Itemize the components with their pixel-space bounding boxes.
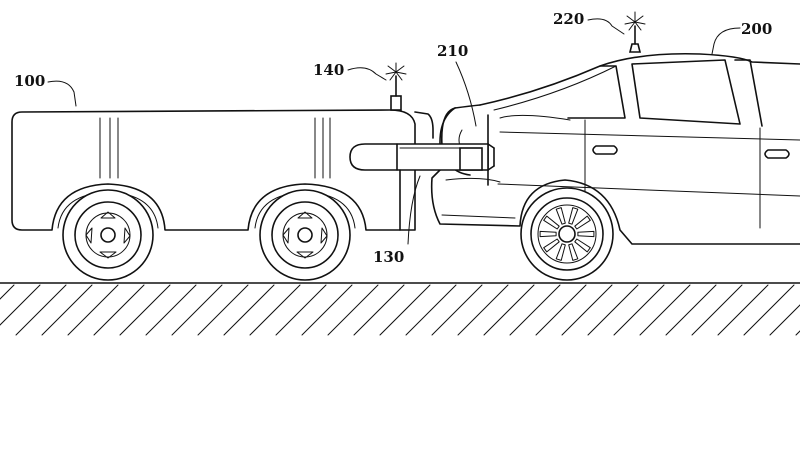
trailer-antenna xyxy=(385,62,407,111)
ground-hatch-line xyxy=(197,284,249,336)
car-wheel-spoke xyxy=(568,243,579,261)
ground-hatch-line xyxy=(743,284,795,336)
ground-hatch-line xyxy=(301,284,353,336)
leader-trailer-antenna xyxy=(347,67,387,81)
ground-hatch-line xyxy=(457,284,509,336)
car-wheel-spoke xyxy=(539,230,557,238)
label-connector: 130 xyxy=(373,248,404,266)
ground-hatch-line xyxy=(15,284,67,336)
ground-hatch-line xyxy=(0,284,15,300)
ground-hatch-line xyxy=(405,284,457,336)
ground-hatch-line xyxy=(353,284,405,336)
car-wheel-spoke xyxy=(543,238,560,253)
label-car-antenna: 220 xyxy=(553,10,584,28)
leader-connector xyxy=(407,175,421,245)
label-trailer-antenna: 140 xyxy=(313,61,344,79)
leader-car-port xyxy=(455,61,477,127)
ground-hatch-line xyxy=(665,284,717,336)
ground-hatch-line xyxy=(249,284,301,336)
car-antenna xyxy=(624,11,646,53)
ground-hatch-line xyxy=(327,284,379,336)
car-wheel-spoke xyxy=(574,215,591,230)
ground-hatch-line xyxy=(223,284,275,336)
car-wheel-spoke xyxy=(577,230,595,238)
car-wheel-spoke xyxy=(555,243,566,261)
label-trailer: 100 xyxy=(14,72,45,90)
ground-hatch-line xyxy=(275,284,327,336)
car-body xyxy=(430,52,800,245)
label-car-port: 210 xyxy=(437,42,468,60)
ground-hatch-line xyxy=(171,284,223,336)
ground-hatch-line xyxy=(691,284,743,336)
ground-hatch-line xyxy=(795,330,800,336)
ground-hatch-line xyxy=(535,284,587,336)
ground-hatch-line xyxy=(67,284,119,336)
ground-hatch-line xyxy=(613,284,665,336)
ground-hatch-line xyxy=(483,284,535,336)
leader-car-antenna xyxy=(587,18,625,35)
leader-car xyxy=(711,27,741,55)
ground-hatch-line xyxy=(717,284,769,336)
leader-trailer xyxy=(47,80,77,107)
label-car: 200 xyxy=(741,20,772,38)
reference-labels: 100 140 130 210 220 200 xyxy=(14,10,772,266)
car-wheel xyxy=(520,187,614,281)
ground-hatch-line xyxy=(587,284,639,336)
ground-hatch-line xyxy=(93,284,145,336)
charging-connector xyxy=(349,143,495,231)
ground-hatch-line xyxy=(0,284,41,326)
ground-hatch-line xyxy=(379,284,431,336)
trailer-wheel-rear xyxy=(62,189,154,281)
car-wheel-spoke xyxy=(574,238,591,253)
ground-hatch-line xyxy=(145,284,197,336)
ground-hatch-line xyxy=(769,304,800,336)
ground-hatch-line xyxy=(509,284,561,336)
ground-hatch-line xyxy=(119,284,171,336)
car-wheel-spoke xyxy=(543,215,560,230)
ground-hatch-line xyxy=(561,284,613,336)
ground-hatch-line xyxy=(639,284,691,336)
ground-hatch-line xyxy=(431,284,483,336)
car-wheel-spoke xyxy=(555,207,566,225)
ground xyxy=(0,282,800,336)
ground-hatch-line xyxy=(41,284,93,336)
trailer-wheel-front xyxy=(259,189,351,281)
car-wheel-spoke xyxy=(568,207,579,225)
